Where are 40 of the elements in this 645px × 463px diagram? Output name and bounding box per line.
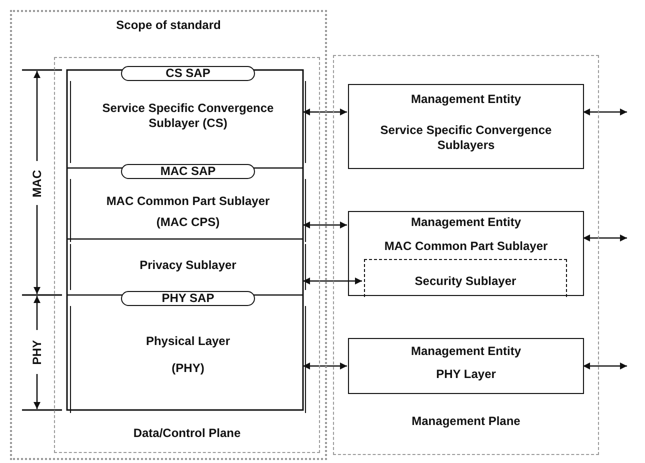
layer-box xyxy=(70,306,306,413)
plane-boundary xyxy=(333,55,599,455)
double-arrow xyxy=(303,222,347,228)
box-label: Management Plane xyxy=(412,414,520,429)
double-arrow xyxy=(583,362,627,370)
box-label: Scope of standard xyxy=(116,18,221,33)
box-label: Service Specific Convergence Sublayer (CS) xyxy=(101,101,275,131)
sap-name: MAC SAP xyxy=(160,164,216,179)
double-arrow xyxy=(583,234,627,242)
double-arrow xyxy=(303,362,347,370)
box-heading: Management Entity xyxy=(410,344,521,359)
dimension-label: PHY xyxy=(30,338,44,366)
plane-boundary xyxy=(54,57,320,453)
box-label: Privacy Sublayer xyxy=(140,258,236,273)
sap-label xyxy=(121,291,255,306)
layer-box xyxy=(70,81,306,163)
double-arrow xyxy=(583,108,627,116)
layer-box xyxy=(70,244,306,290)
double-arrow xyxy=(303,278,362,284)
double-arrow xyxy=(303,108,347,116)
box-label: Security Sublayer xyxy=(414,274,516,289)
box-label: Data/Control Plane xyxy=(133,426,241,441)
sap-label xyxy=(121,164,255,179)
sap-name: CS SAP xyxy=(166,66,210,81)
layer-box xyxy=(70,179,306,242)
box-label: PHY Layer xyxy=(436,367,496,382)
entity-box xyxy=(348,84,584,169)
sap-name: PHY SAP xyxy=(162,291,214,306)
dimension-label: MAC xyxy=(30,168,44,199)
box-label: MAC Common Part Sublayer xyxy=(384,239,548,254)
entity-box xyxy=(348,338,584,394)
box-label: MAC Common Part Sublayer (MAC CPS) xyxy=(105,193,271,231)
box-heading: Management Entity xyxy=(410,215,521,230)
entity-box xyxy=(348,211,584,296)
sublayer-box xyxy=(364,259,567,297)
box-label: Service Specific Convergence Sublayers xyxy=(379,123,553,153)
box-heading: Management Entity xyxy=(410,92,521,107)
box-label: Physical Layer (PHY) xyxy=(144,333,232,377)
sap-label xyxy=(121,66,255,81)
scope-boundary xyxy=(10,10,327,460)
